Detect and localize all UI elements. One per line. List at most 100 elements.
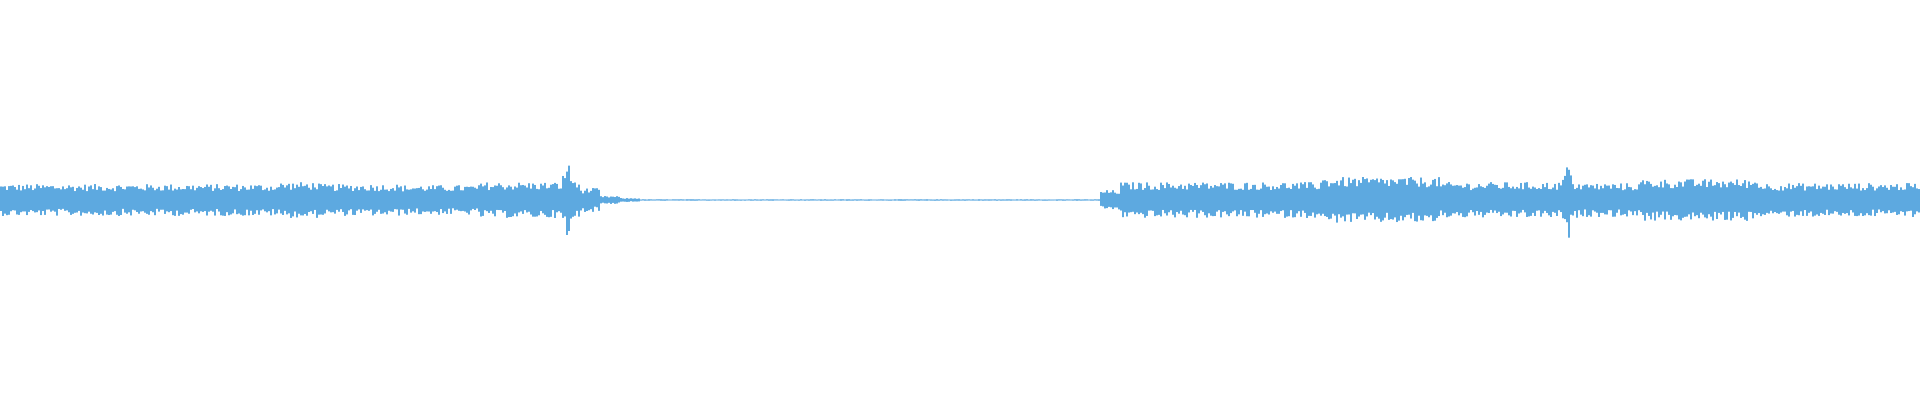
waveform-bar xyxy=(1542,184,1544,214)
waveform-bar xyxy=(648,199,650,201)
waveform-bar xyxy=(630,198,632,202)
waveform-bar xyxy=(1564,175,1566,220)
waveform-bar xyxy=(710,199,712,201)
waveform-bar xyxy=(564,178,566,217)
waveform-bar xyxy=(1176,188,1178,213)
waveform-bar xyxy=(444,189,446,212)
waveform-bar xyxy=(382,185,384,214)
waveform-bar xyxy=(1346,186,1348,215)
waveform-bar xyxy=(976,199,978,201)
waveform-bar xyxy=(898,199,900,201)
waveform-bar xyxy=(248,189,250,216)
waveform-bar xyxy=(130,186,132,216)
waveform-bar xyxy=(398,187,400,216)
waveform-bar xyxy=(1048,199,1050,201)
waveform-bar xyxy=(346,185,348,215)
waveform-bar xyxy=(1832,186,1834,214)
waveform-bar xyxy=(430,189,432,214)
waveform-bar xyxy=(1188,183,1190,213)
waveform-bar xyxy=(740,199,742,201)
waveform-bar xyxy=(326,186,328,210)
waveform-bar xyxy=(582,193,584,209)
waveform-bar xyxy=(1802,183,1804,216)
waveform-bar xyxy=(632,198,634,202)
waveform-bar xyxy=(534,184,536,217)
waveform-bar xyxy=(226,185,228,213)
waveform-bar xyxy=(26,184,28,216)
waveform-bar xyxy=(1126,182,1128,217)
waveform-bar xyxy=(1474,187,1476,216)
waveform-bar xyxy=(136,186,138,212)
waveform-bar xyxy=(1716,182,1718,220)
waveform-bar xyxy=(1662,187,1664,212)
waveform-bar xyxy=(16,189,18,215)
waveform-bar xyxy=(196,187,198,212)
waveform-bar xyxy=(846,199,848,201)
waveform-bar xyxy=(592,188,594,212)
waveform-bar xyxy=(820,199,822,201)
waveform-bar xyxy=(1376,178,1378,217)
waveform-bar xyxy=(1316,189,1318,215)
waveform-bar xyxy=(1050,199,1052,201)
waveform-bar xyxy=(990,199,992,201)
waveform-bar xyxy=(1742,183,1744,217)
waveform-bar xyxy=(1552,187,1554,212)
waveform-bar xyxy=(840,199,842,201)
waveform-bar xyxy=(1028,199,1030,201)
waveform-bar xyxy=(1308,182,1310,216)
waveform-bar xyxy=(1838,184,1840,215)
waveform-bar xyxy=(1614,184,1616,217)
waveform-bar xyxy=(1708,181,1710,215)
waveform-bar xyxy=(30,185,32,211)
waveform-bar xyxy=(464,186,466,212)
waveform-bar xyxy=(548,187,550,218)
waveform-bar xyxy=(1242,189,1244,216)
waveform-bar xyxy=(98,186,100,216)
waveform-bar xyxy=(1186,189,1188,218)
waveform-bar xyxy=(1728,182,1730,212)
waveform-bar xyxy=(1010,199,1012,201)
waveform-bar xyxy=(1504,182,1506,213)
waveform-bar xyxy=(1088,199,1090,201)
waveform-bar xyxy=(1694,186,1696,217)
waveform-bar xyxy=(314,187,316,210)
waveform-bar xyxy=(1624,189,1626,214)
waveform-bar xyxy=(438,185,440,215)
waveform-bar xyxy=(1796,186,1798,215)
waveform-bar xyxy=(412,188,414,212)
waveform-bar xyxy=(1226,188,1228,215)
waveform-bar xyxy=(388,191,390,211)
waveform-bar xyxy=(488,190,490,213)
waveform-bar xyxy=(188,186,190,214)
waveform-bar xyxy=(1670,188,1672,220)
waveform-bar xyxy=(652,199,654,201)
waveform-bar xyxy=(1024,199,1026,201)
waveform-bar xyxy=(738,199,740,201)
waveform-bar xyxy=(844,199,846,201)
waveform-bar xyxy=(1082,199,1084,201)
waveform-bar xyxy=(920,199,922,201)
waveform-bar xyxy=(120,186,122,215)
waveform-bar xyxy=(800,199,802,201)
waveform-bar xyxy=(1470,190,1472,211)
waveform-bar xyxy=(1300,182,1302,217)
waveform-bar xyxy=(864,199,866,201)
waveform-bar xyxy=(808,199,810,201)
waveform-bar xyxy=(1038,199,1040,201)
waveform-bar xyxy=(1390,179,1392,220)
waveform-bar xyxy=(1582,185,1584,217)
waveform-bar xyxy=(928,199,930,201)
waveform-bar xyxy=(32,190,34,212)
waveform-bar xyxy=(1814,183,1816,216)
waveform-bar xyxy=(1076,199,1078,201)
waveform-bar xyxy=(1146,182,1148,216)
waveform-bar xyxy=(1294,185,1296,218)
waveform-bar xyxy=(1384,183,1386,218)
waveform-bar xyxy=(854,199,856,201)
waveform-bar xyxy=(1220,183,1222,218)
waveform-bar xyxy=(356,186,358,211)
waveform-bar xyxy=(1856,188,1858,217)
waveform-bar xyxy=(758,199,760,201)
waveform-bar xyxy=(510,186,512,218)
